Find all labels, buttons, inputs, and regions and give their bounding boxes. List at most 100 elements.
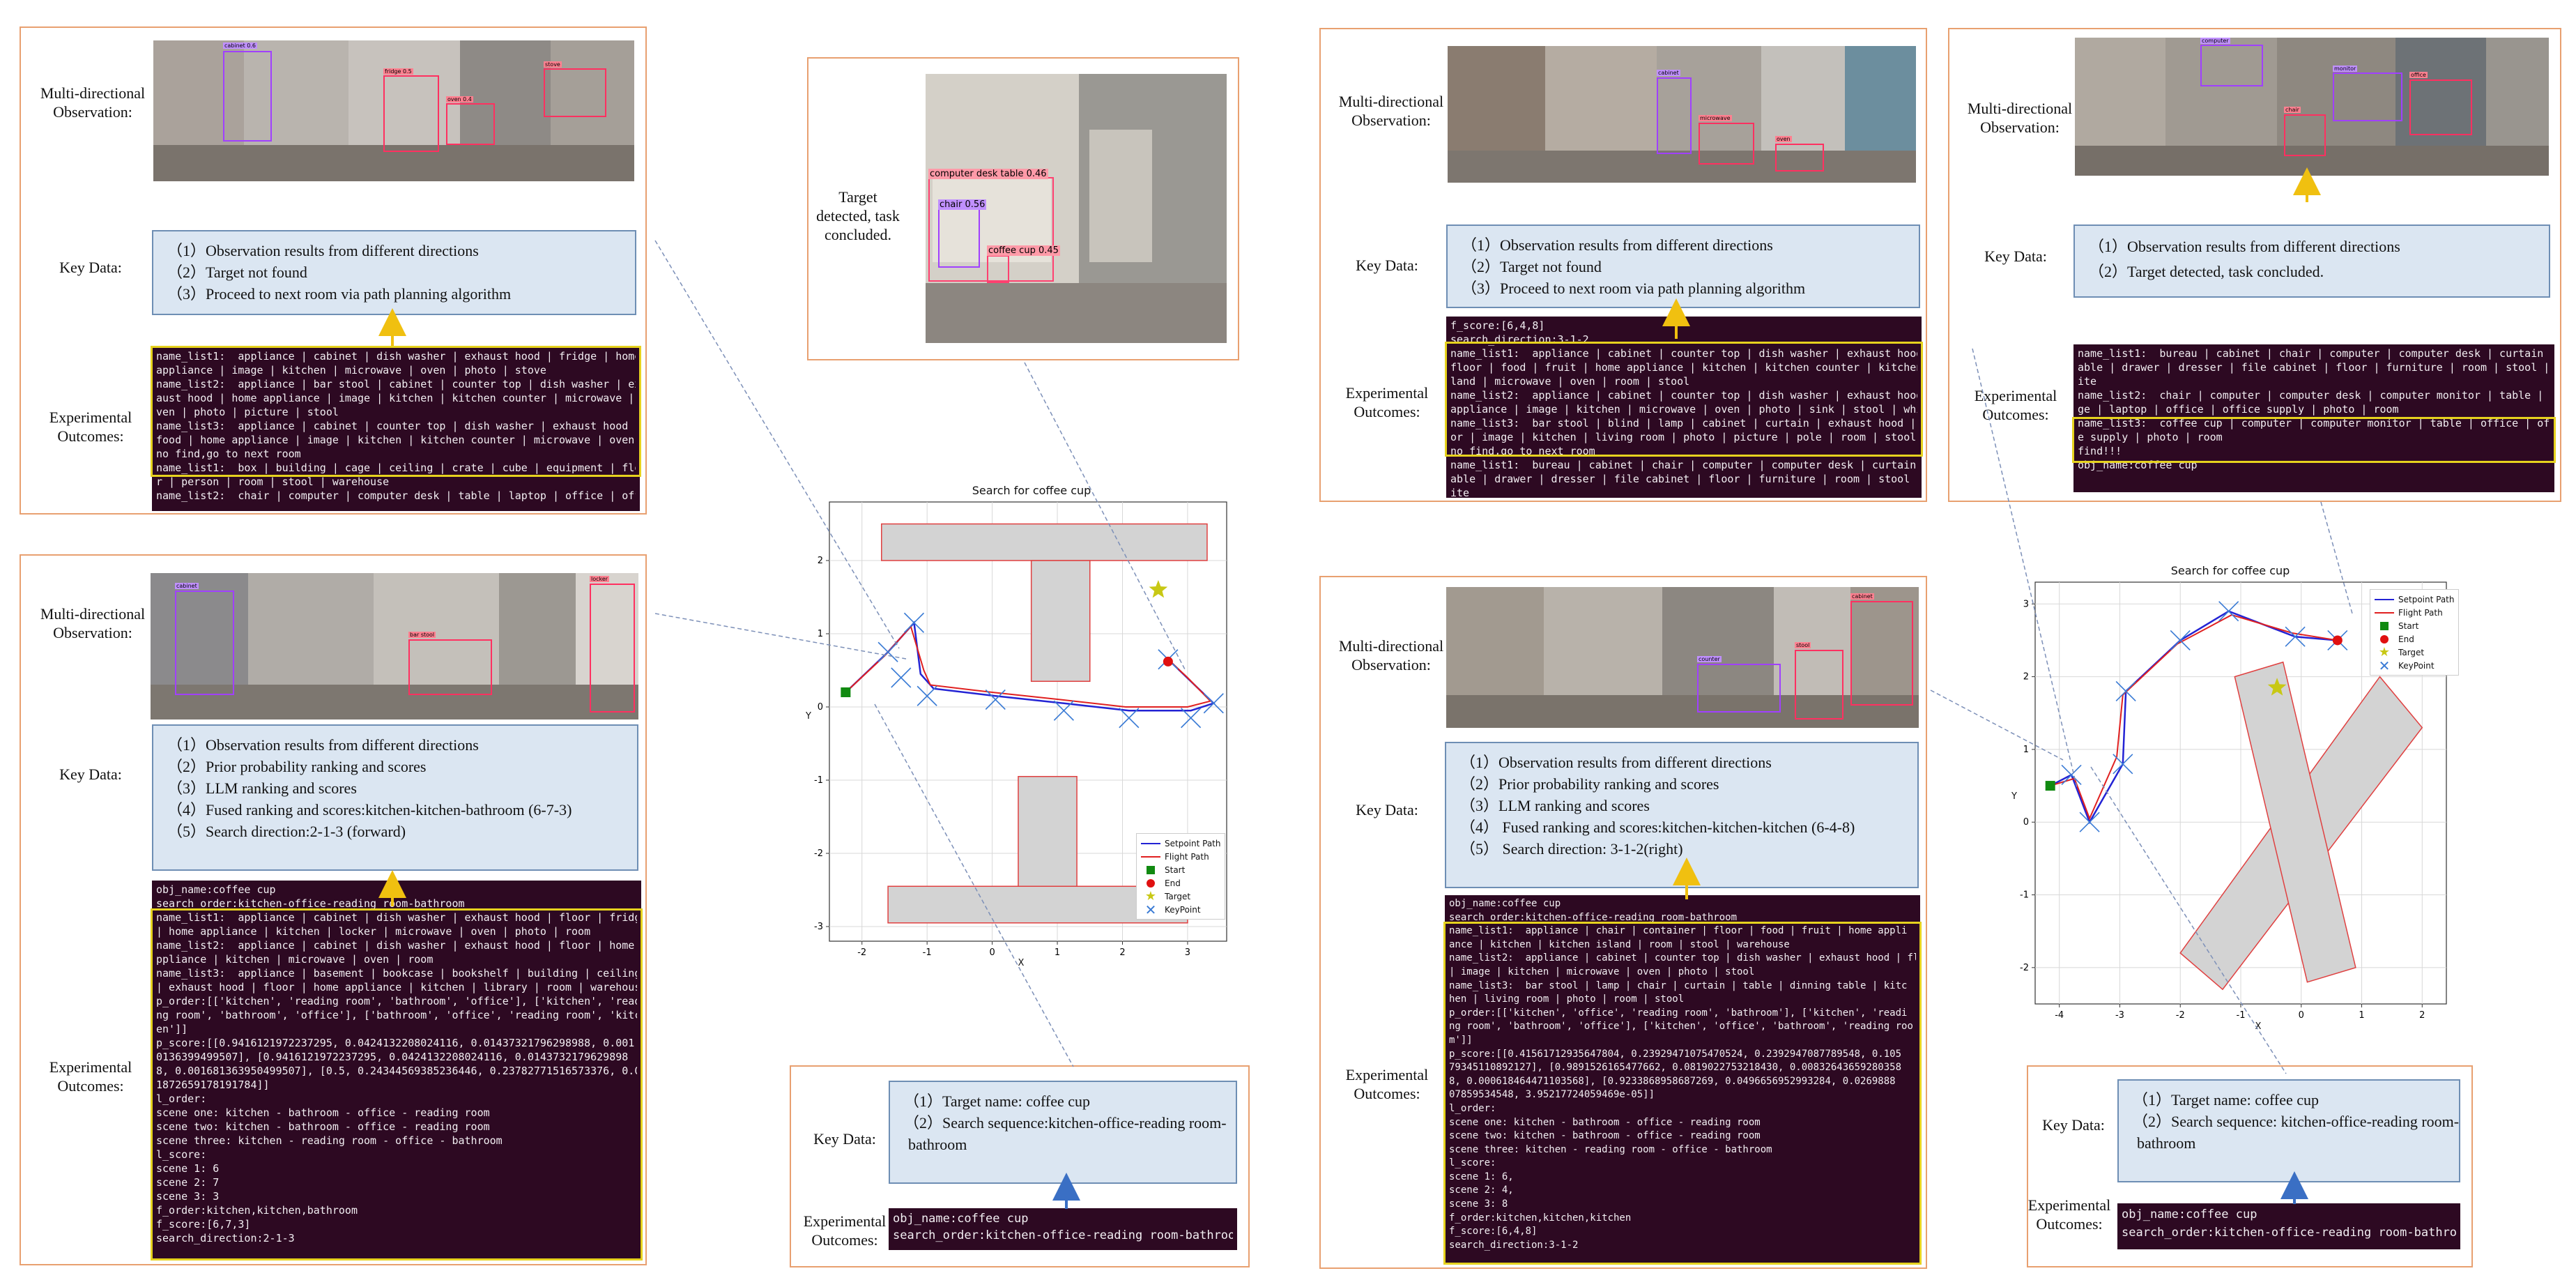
terminal-line: 0136399499507], [0.9416121972237295, 0.0… bbox=[156, 1051, 629, 1063]
y-tick-label: 0 bbox=[2023, 817, 2029, 828]
terminal-line: find!!! bbox=[2078, 445, 2122, 457]
terminal-line: search_direction:2-1-3 bbox=[156, 1232, 295, 1244]
terminal-line: obj_name:coffee cup bbox=[1449, 898, 1561, 909]
terminal-line: e supply | photo | room bbox=[2078, 431, 2223, 443]
y-tick-label: 1 bbox=[2023, 745, 2029, 755]
legend-item: End bbox=[1141, 876, 1220, 890]
y-tick-label: 2 bbox=[2023, 672, 2029, 683]
keypoint-marker bbox=[2285, 626, 2306, 647]
detect-tag: microwave bbox=[1699, 115, 1732, 121]
terminal-line: search_direction:3-1-2 bbox=[1450, 333, 1589, 346]
detect-tag: computer bbox=[2200, 38, 2230, 44]
terminal-line: 79345110892127], [0.9891526165477662, 0.… bbox=[1449, 1062, 1902, 1074]
panel-f-ranking: Multi-directional Observation: counter s… bbox=[1319, 576, 1927, 1269]
keypoint-marker bbox=[2115, 680, 2136, 702]
terminal-output: obj_name:coffee cup search_order:kitchen… bbox=[152, 881, 641, 1261]
terminal-line: search_order:kitchen-office-reading room… bbox=[1449, 911, 1738, 923]
flight-path bbox=[845, 625, 1212, 708]
legend-item: ★Target bbox=[2375, 646, 2454, 659]
detect-tag: chair bbox=[2284, 107, 2301, 113]
terminal-line: scene three: kitchen - reading room - of… bbox=[1449, 1143, 1772, 1155]
keypoint-stroke bbox=[2285, 626, 2306, 647]
terminal-line: scene three: kitchen - reading room - of… bbox=[156, 1134, 503, 1147]
terminal-line: obj_name:coffee cup bbox=[893, 1212, 1029, 1226]
legend-swatch bbox=[2375, 621, 2394, 631]
x-axis-label: X bbox=[2255, 1021, 2262, 1032]
terminal-line: | exhaust hood | floor | home appliance … bbox=[156, 981, 637, 993]
terminal-line: scene 2: 7 bbox=[156, 1176, 220, 1189]
terminal-line: r | person | room | stool | warehouse bbox=[156, 475, 390, 488]
target-detected-label: Target detected, task concluded. bbox=[816, 188, 900, 243]
key-line: （5） Search direction: 3-1-2(right) bbox=[1460, 840, 1683, 858]
terminal-line: ite bbox=[2078, 375, 2097, 388]
legend-swatch bbox=[1141, 839, 1160, 848]
terminal-line: 07859534548, 3.95217724059469e-05]] bbox=[1449, 1089, 1655, 1101]
terminal-line: f_score:[6,7,3] bbox=[156, 1218, 251, 1231]
keypoint-marker bbox=[1119, 708, 1140, 729]
terminal-line: | image | kitchen | microwave | oven | p… bbox=[1449, 966, 1755, 977]
chart-legend: Setpoint Path Flight Path Start End ★Tar… bbox=[2370, 589, 2460, 676]
key-line: （2）Search sequence: kitchen-office-readi… bbox=[2133, 1113, 2460, 1130]
terminal-line: name_list1: box | building | cage | ceil… bbox=[156, 462, 636, 474]
terminal-line: ng room', 'bathroom', 'office'], ['kitch… bbox=[1449, 1021, 1913, 1033]
terminal-line: 8, 0.001681363950499507], [0.5, 0.243445… bbox=[156, 1065, 637, 1077]
multi-observation-label: Multi-directional Observation: bbox=[1967, 100, 2073, 136]
panel-g-target-name: Key Data: （1）Target name: coffee cup （2）… bbox=[2027, 1065, 2473, 1267]
obstacle bbox=[1018, 776, 1078, 887]
legend-item: Setpoint Path bbox=[2375, 593, 2454, 606]
keypoint-stroke bbox=[903, 612, 925, 633]
key-data-box: （1）Observation results from different di… bbox=[1445, 742, 1919, 888]
terminal-line: name_list2: appliance | cabinet | counte… bbox=[1450, 389, 1917, 402]
terminal-line: search_order:kitchen-office-reading room… bbox=[2122, 1226, 2456, 1240]
panel-e-target-detected: Multi-directional Observation: computer … bbox=[1948, 28, 2561, 502]
panel-a-kitchen-not-found: Multi-directional Observation: cabinet 0… bbox=[20, 26, 647, 515]
keypoint-stroke bbox=[2115, 680, 2136, 702]
terminal-line: name_list3: appliance | cabinet | counte… bbox=[156, 420, 636, 432]
keypoint-stroke bbox=[2218, 601, 2239, 622]
multi-observation-label: Multi-directional Observation: bbox=[1338, 637, 1444, 673]
detect-tag: cabinet bbox=[1850, 593, 1874, 600]
detect-tag: coffee cup 0.45 bbox=[987, 245, 1060, 256]
keypoint-stroke bbox=[917, 685, 937, 706]
terminal-line: search_order:kitchen-office-reading room… bbox=[893, 1228, 1233, 1242]
terminal-line: scene 1: 6, bbox=[1449, 1171, 1514, 1182]
multi-observation-label: Multi-directional Observation: bbox=[1338, 93, 1444, 129]
end-marker bbox=[1163, 656, 1173, 667]
legend-swatch bbox=[2375, 634, 2394, 644]
experimental-outcomes-label: Experimental Outcomes: bbox=[49, 409, 132, 445]
key-line: bathroom bbox=[908, 1136, 967, 1153]
key-data-label: Key Data: bbox=[59, 259, 122, 276]
key-line: （2）Prior probability ranking and scores bbox=[1460, 775, 1719, 793]
terminal-line: name_list1: appliance | cabinet | counte… bbox=[1450, 347, 1917, 360]
terminal-line: 1872659178191784]] bbox=[156, 1079, 270, 1091]
key-data-box: （1）Observation results from different di… bbox=[1446, 224, 1920, 308]
detect-tag: counter bbox=[1697, 656, 1722, 662]
terminal-line: name_list3: bar stool | blind | lamp | c… bbox=[1450, 417, 1917, 429]
start-marker bbox=[841, 687, 851, 697]
legend-label: Target bbox=[2398, 647, 2425, 657]
x-tick-label: -1 bbox=[923, 947, 932, 958]
legend-label: Flight Path bbox=[2398, 607, 2443, 618]
terminal-line: name_list2: appliance | bar stool | cabi… bbox=[156, 378, 636, 390]
x-tick-label: 2 bbox=[1119, 947, 1125, 958]
detect-tag: locker bbox=[590, 576, 610, 582]
terminal-line: name_list2: appliance | cabinet | dish w… bbox=[156, 939, 637, 952]
terminal-line: name_list3: coffee cup | computer | comp… bbox=[2078, 417, 2550, 429]
terminal-line: l_order: bbox=[156, 1092, 207, 1105]
legend-item: Setpoint Path bbox=[1141, 837, 1220, 850]
terminal-line: scene 2: 4, bbox=[1449, 1185, 1514, 1196]
terminal-line: ven | photo | picture | stool bbox=[156, 406, 339, 418]
terminal-line: hen | living room | photo | room | stool bbox=[1449, 993, 1685, 1005]
y-tick-label: 1 bbox=[818, 629, 823, 639]
detect-tag: cabinet bbox=[175, 583, 199, 589]
y-tick-label: -2 bbox=[814, 848, 823, 859]
terminal-line: land | microwave | oven | room | stool bbox=[1450, 375, 1690, 388]
terminal-output: obj_name:coffee cup search_order:kitchen… bbox=[1445, 895, 1920, 1265]
panorama-photo-kitchen-a: cabinet 0.6 fridge 0.5 oven 0.4 stove bbox=[153, 40, 634, 181]
key-line: （1）Observation results from different di… bbox=[167, 736, 479, 754]
legend-label: Target bbox=[1165, 891, 1191, 901]
x-tick-label: 3 bbox=[1185, 947, 1190, 958]
keypoint-marker bbox=[903, 612, 925, 633]
legend-item: ★Target bbox=[1141, 890, 1220, 903]
chart-legend: Setpoint Path Flight Path Start End ★Tar… bbox=[1136, 833, 1226, 920]
